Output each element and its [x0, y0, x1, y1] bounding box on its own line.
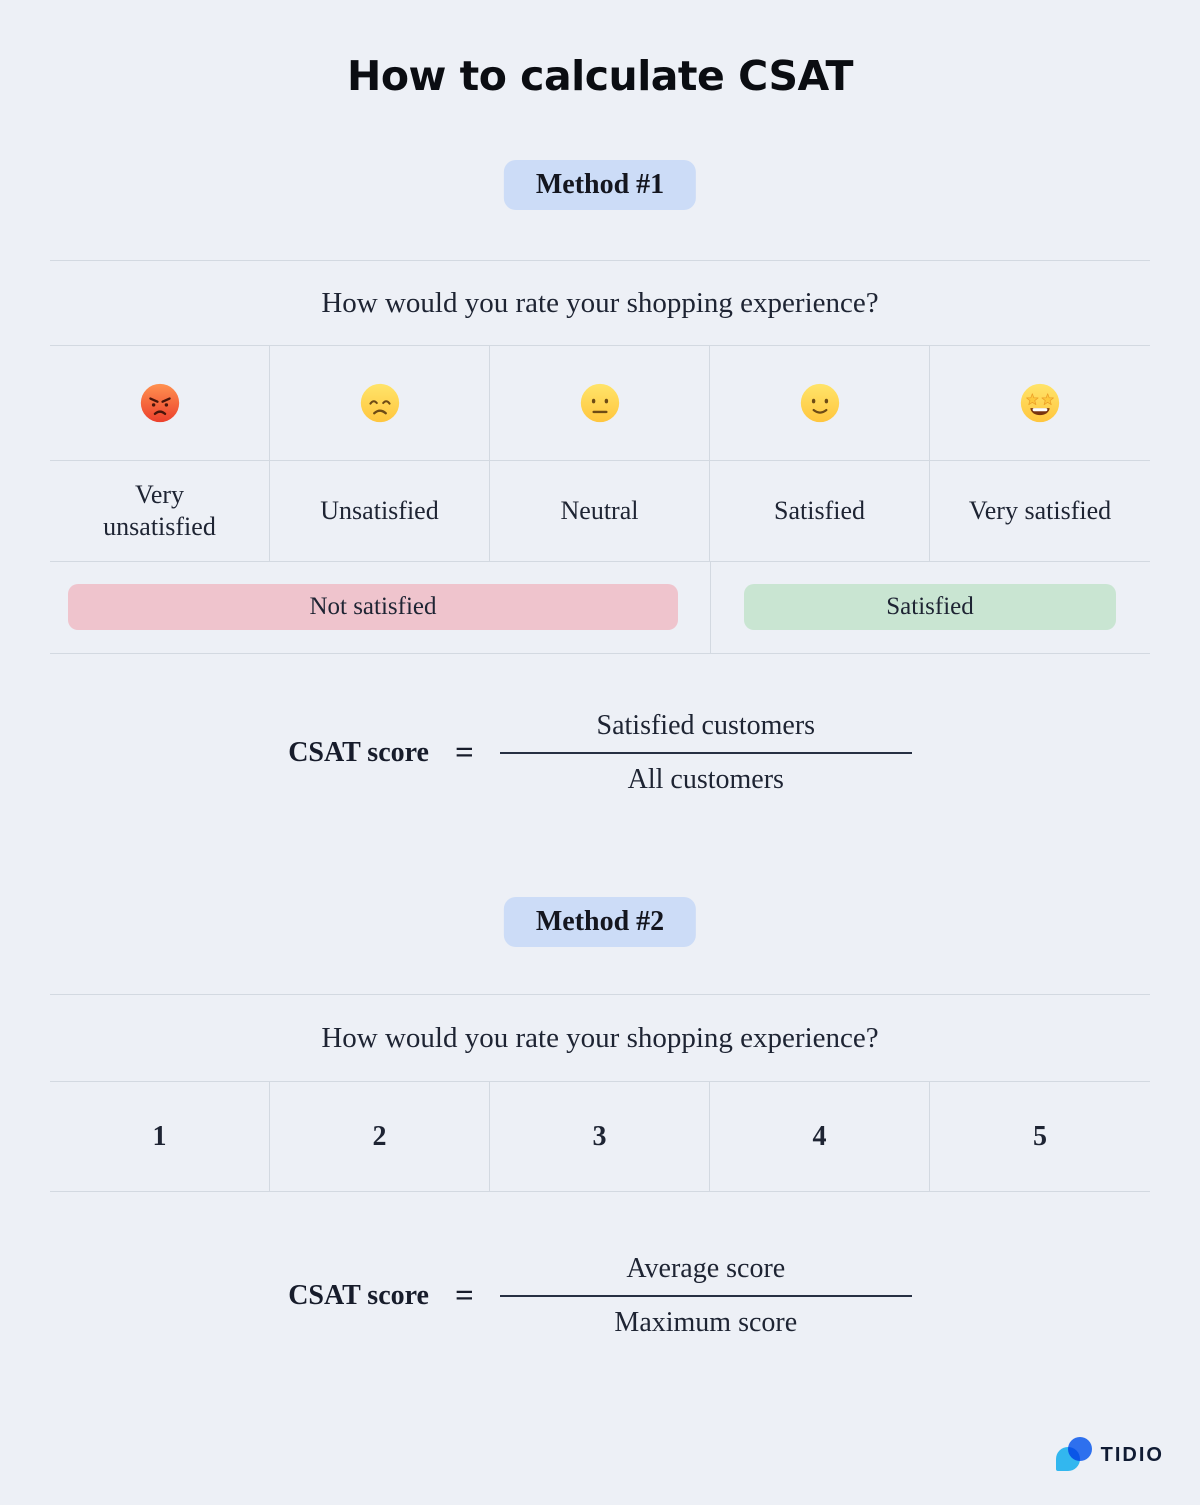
not-satisfied-group-bar: Not satisfied	[68, 584, 678, 630]
equals-sign: =	[454, 734, 474, 771]
formula-label: CSAT score	[288, 1280, 429, 1311]
neutral-face-emoji-icon	[580, 383, 619, 423]
column-divider	[710, 562, 711, 653]
disappointed-face-emoji-icon	[360, 383, 399, 423]
rating-label: Satisfied	[710, 461, 930, 561]
scale-value: 5	[1033, 1120, 1047, 1152]
scale-value: 1	[50, 1082, 270, 1191]
fraction-denominator: Maximum score	[614, 1307, 798, 1338]
rating-label: Very satisfied	[968, 495, 1112, 525]
fraction-denominator: All customers	[627, 764, 784, 795]
rating-cell	[50, 346, 270, 460]
rating-cell	[490, 346, 710, 460]
formula-label: CSAT score	[288, 737, 429, 768]
rating-cell	[270, 346, 490, 460]
rating-cell	[710, 346, 930, 460]
method-2-badge: Method #2	[503, 897, 697, 947]
light-blue-bubble-icon	[1055, 1447, 1080, 1471]
angry-face-emoji-icon	[140, 383, 179, 423]
fraction-line	[499, 1295, 912, 1297]
survey-question: How would you rate your shopping experie…	[50, 260, 1150, 345]
method-1-badge: Method #1	[503, 160, 697, 210]
page-title: How to calculate CSAT	[347, 52, 853, 100]
fraction-numerator: Average score	[626, 1253, 786, 1284]
rating-label-row: Very unsatisfied Unsatisfied Neutral Sat…	[50, 460, 1150, 561]
satisfaction-groups-row: Not satisfied Satisfied	[50, 561, 1150, 654]
method-1-survey-table: How would you rate your shopping experie…	[50, 260, 1150, 654]
emoji-rating-row	[50, 345, 1150, 460]
rating-cell	[930, 346, 1150, 460]
brand-wordmark: TIDIO	[1100, 1443, 1164, 1466]
fraction-line	[499, 752, 912, 754]
satisfied-group-bar: Satisfied	[744, 584, 1116, 630]
numeric-scale-row: 1 2 3 4 5	[50, 1081, 1150, 1192]
equals-sign: =	[454, 1277, 474, 1314]
formula-fraction: Satisfied customers All customers	[499, 709, 912, 797]
scale-value: 2	[270, 1082, 490, 1191]
method-2-survey-table: How would you rate your shopping experie…	[50, 994, 1150, 1192]
tidio-logo: TIDIO	[1055, 1437, 1164, 1473]
formula-fraction: Average score Maximum score	[499, 1252, 912, 1340]
star-struck-face-emoji-icon	[1020, 383, 1060, 423]
rating-label: Very unsatisfied	[50, 461, 270, 561]
rating-label: Unsatisfied	[270, 461, 490, 561]
tidio-chat-bubbles-icon	[1055, 1437, 1092, 1473]
fraction-numerator: Satisfied customers	[596, 710, 816, 741]
scale-value: 3	[490, 1082, 710, 1191]
survey-question: How would you rate your shopping experie…	[50, 994, 1150, 1081]
scale-value: 4	[710, 1082, 930, 1191]
rating-label: Neutral	[490, 461, 710, 561]
csat-formula-method-1: CSAT score = Satisfied customers All cus…	[0, 709, 1200, 797]
slightly-smiling-face-emoji-icon	[800, 383, 839, 423]
csat-formula-method-2: CSAT score = Average score Maximum score	[0, 1252, 1200, 1340]
